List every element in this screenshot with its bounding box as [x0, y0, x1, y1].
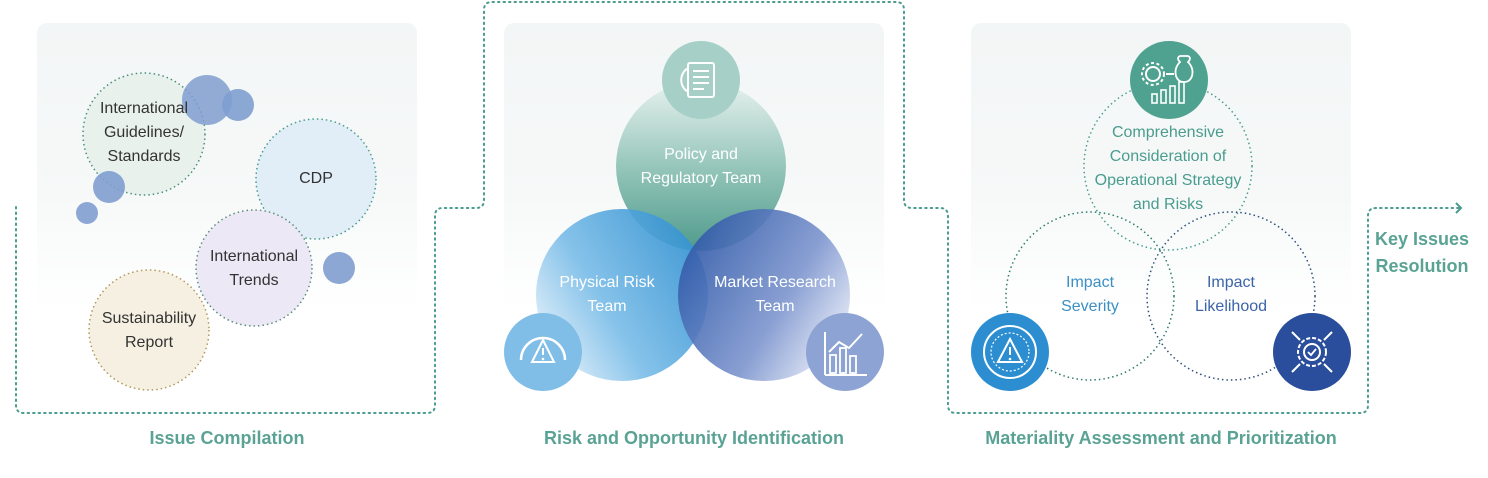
- source-bubble-trends: [195, 209, 313, 327]
- stage-title-issue-compilation: Issue Compilation: [149, 428, 305, 448]
- decor-bubble: [182, 75, 232, 125]
- source-label-trends: International Trends: [209, 248, 299, 289]
- criteria-circle-likelihood: [1146, 211, 1316, 381]
- venn-market-circle: [678, 209, 850, 381]
- stage-title-risk-identification: Risk and Opportunity Identification: [543, 428, 845, 448]
- severity-warning-icon: [971, 313, 1049, 391]
- source-bubble-guidelines: [82, 72, 206, 196]
- team-label-market: Market Research Team: [714, 274, 836, 315]
- arrow-head-icon: [1455, 202, 1463, 214]
- team-label-policy: Policy and Regulatory Team: [640, 146, 762, 187]
- source-bubble-cdp: [255, 118, 377, 240]
- bar-chart-icon: [806, 313, 884, 391]
- policy-document-icon: [662, 41, 740, 119]
- criteria-label-severity: Impact Severity: [1061, 274, 1119, 315]
- source-label-report: Sustainability Report: [101, 310, 197, 351]
- risk-gauge-icon: [504, 313, 582, 391]
- venn-policy-circle: [616, 81, 786, 251]
- decor-bubble: [222, 89, 254, 121]
- likelihood-target-icon: [1273, 313, 1351, 391]
- process-connector-line: [15, 1, 1461, 414]
- key-issues-resolution-label: Key Issues Resolution: [1374, 229, 1470, 276]
- decor-bubble: [93, 171, 125, 203]
- team-label-physical: Physical Risk Team: [559, 274, 655, 315]
- criteria-circle-severity: [1005, 211, 1175, 381]
- decor-bubble: [323, 252, 355, 284]
- gear-money-chart-icon: [1130, 41, 1208, 119]
- criteria-circle-comprehensive: [1083, 81, 1253, 251]
- source-label-guidelines: International Guidelines/ Standards: [99, 100, 189, 165]
- source-bubble-report: [88, 269, 210, 391]
- source-label-cdp: CDP: [299, 170, 333, 187]
- criteria-label-likelihood: Impact Likelihood: [1194, 274, 1268, 315]
- decor-bubble: [76, 202, 98, 224]
- stage-title-materiality: Materiality Assessment and Prioritizatio…: [985, 428, 1337, 448]
- criteria-label-comprehensive: Comprehensive Consideration of Operation…: [1094, 124, 1242, 213]
